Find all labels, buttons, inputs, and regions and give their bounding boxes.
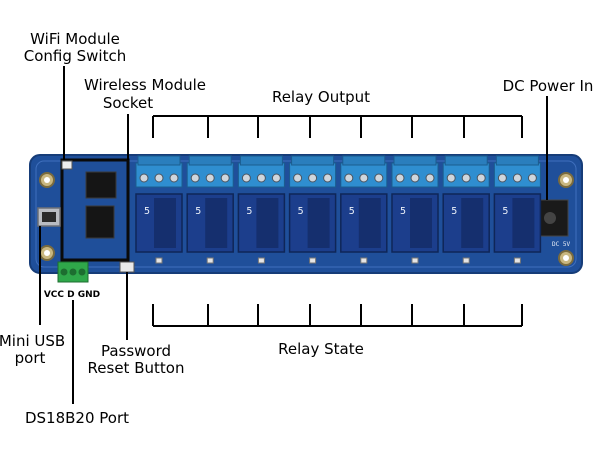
relay-led-5 (360, 257, 368, 264)
terminal-screw (446, 173, 456, 183)
mini-usb-label-1: Mini USB (0, 332, 65, 350)
relay-face (307, 198, 330, 248)
relay-marking: 5 (298, 206, 304, 217)
terminal-screw (139, 173, 149, 183)
terminal-screw (220, 173, 230, 183)
mini-usb-label-2: port (15, 349, 46, 367)
terminal-screw (359, 173, 369, 183)
terminal-top (444, 155, 488, 166)
relay-face (205, 198, 228, 248)
terminal-top (342, 155, 386, 166)
terminal-screw (308, 173, 318, 183)
relay-marking: 5 (195, 206, 201, 217)
terminal-top (495, 155, 539, 166)
relay-led-6 (411, 257, 419, 264)
relay-marking: 5 (144, 206, 150, 217)
vcc-d-gnd-label: VCC D GND (44, 290, 100, 300)
terminal-top (393, 155, 437, 166)
relay-led-3 (257, 257, 265, 264)
pcb-board: DC 5V 5 5 5 5 5 5 5 5 (29, 154, 583, 283)
relay-group: 5 5 5 5 5 5 5 5 (135, 155, 542, 264)
terminal-screw (256, 173, 266, 183)
wireless-socket-label-1: Wireless Module (84, 76, 206, 94)
password-reset-button (119, 261, 135, 273)
relay-state-bracket (152, 304, 523, 327)
relay-led-7 (462, 257, 470, 264)
wifi-config-label-1: WiFi Module (30, 30, 120, 48)
wifi-config-label-2: Config Switch (24, 47, 127, 65)
terminal-screw (293, 173, 303, 183)
relay-face (512, 198, 535, 248)
terminal-top (291, 155, 335, 166)
ds18b20-label: DS18B20 Port (25, 409, 129, 427)
relay-output-label: Relay Output (272, 88, 370, 106)
relay-marking: 5 (502, 206, 508, 217)
relay-state-label: Relay State (278, 340, 364, 358)
relay-face (358, 198, 381, 248)
terminal-screw (323, 173, 333, 183)
relay-output-bracket (152, 115, 523, 138)
relay-face (256, 198, 279, 248)
terminal-screw (497, 173, 507, 183)
terminal-screw (476, 173, 486, 183)
relay-face (461, 198, 484, 248)
relay-marking: 5 (246, 206, 252, 217)
terminal-screw (410, 173, 420, 183)
terminal-top (188, 155, 232, 166)
dc-power-in-label: DC Power In (503, 77, 594, 95)
terminal-screw (271, 173, 281, 183)
terminal-top (137, 155, 181, 166)
relay-marking: 5 (451, 206, 457, 217)
relay-led-4 (309, 257, 317, 264)
terminal-screw (190, 173, 200, 183)
terminal-screw (169, 173, 179, 183)
wireless-socket-label-2: Socket (103, 94, 153, 112)
mcu-chip (85, 171, 117, 199)
relay-led-2 (206, 257, 214, 264)
terminal-screw (344, 173, 354, 183)
password-reset-label-1: Password (101, 342, 171, 360)
driver-chip (85, 205, 115, 239)
terminal-top (239, 155, 283, 166)
relay-led-8 (513, 257, 521, 264)
terminal-screw (425, 173, 435, 183)
relay-face (154, 198, 176, 248)
terminal-screw (395, 173, 405, 183)
terminal-screw (461, 173, 471, 183)
relay-marking: 5 (349, 206, 355, 217)
relay-marking: 5 (400, 206, 406, 217)
wireless-module-socket (60, 158, 130, 262)
relay-face (410, 198, 432, 248)
terminal-screw (241, 173, 251, 183)
dc-marking: DC 5V (552, 241, 570, 248)
terminal-screw (205, 173, 215, 183)
wifi-config-switch (61, 160, 73, 170)
terminal-screw (374, 173, 384, 183)
terminal-screw (527, 173, 537, 183)
terminal-screw (512, 173, 522, 183)
password-reset-label-2: Reset Button (88, 359, 185, 377)
leader-lines (39, 66, 548, 404)
relay-led-1 (155, 257, 163, 264)
terminal-screw (154, 173, 164, 183)
